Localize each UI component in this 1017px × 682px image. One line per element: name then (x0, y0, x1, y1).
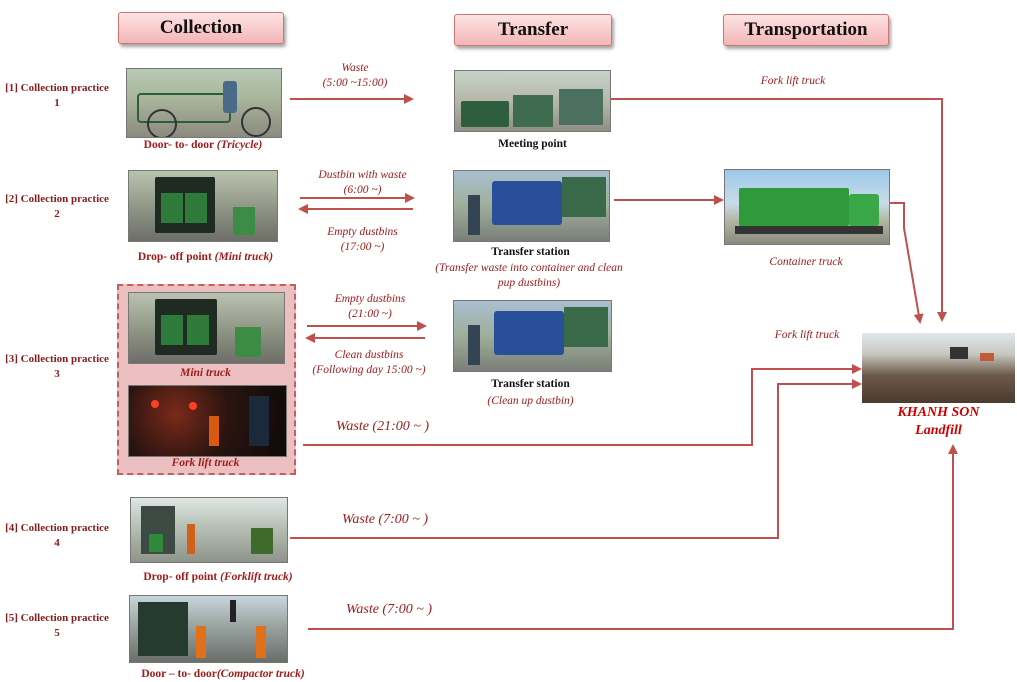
r4-waste-label: Waste (7:00 ~ ) (342, 512, 428, 527)
row-label-5: [5] Collection practice 5 (5, 612, 109, 639)
r3-back-label: Clean dustbins(Following day 15:00 ~) (312, 349, 426, 376)
caption-row1: Door- to- door (Tricycle) (143, 139, 263, 151)
container-truck-photo (724, 169, 890, 245)
tricycle-photo (126, 68, 282, 138)
row-label-2: [2] Collection practice 2 (5, 193, 109, 220)
r2-forward-label: Dustbin with waste(6:00 ~) (318, 169, 407, 196)
fork-lift-label-1: Fork lift truck (760, 75, 826, 87)
arrow-container-to-landfill (888, 202, 924, 324)
caption-row5: Door – to- door(Compactor truck) (141, 668, 305, 680)
row-label-1: [1] Collection practice 1 (5, 82, 109, 109)
mini-truck-photo-3 (128, 292, 285, 364)
row-label-4: [4] Collection practice 4 (5, 522, 109, 549)
arrow-meeting-to-landfill (610, 98, 947, 322)
header-collection: Collection (118, 12, 284, 44)
arrow-r3-waste (303, 364, 862, 446)
caption-row4: Drop- off point (Forklift truck) (143, 571, 293, 583)
arrow-r4-waste (290, 379, 862, 539)
fork-lift-night-photo (128, 385, 287, 457)
meeting-point-label: Meeting point (498, 138, 567, 150)
r1-waste-label: Waste(5:00 ~15:00) (322, 62, 388, 89)
landfill-photo (862, 333, 1015, 403)
transfer-station-1-title: Transfer station (491, 246, 570, 258)
caption-mini-truck: Mini truck (180, 367, 231, 379)
transfer-station-2-title: Transfer station (491, 378, 570, 390)
forklift-truck-photo (130, 497, 288, 563)
header-transfer: Transfer (454, 14, 612, 46)
r2-back-label: Empty dustbins(17:00 ~) (327, 226, 398, 253)
transfer-station-2-note: (Clean up dustbin) (487, 395, 574, 407)
transfer-station-photo-2 (453, 300, 612, 372)
transfer-station-photo-1 (453, 170, 610, 242)
mini-truck-photo (128, 170, 278, 242)
r5-waste-label: Waste (7:00 ~ ) (346, 602, 432, 617)
caption-fork-lift: Fork lift truck (171, 457, 240, 469)
fork-lift-label-2: Fork lift truck (774, 329, 840, 341)
row-label-3: [3] Collection practice 3 (5, 353, 109, 380)
compactor-truck-photo (129, 595, 288, 663)
r3-forward-label: Empty dustbins(21:00 ~) (334, 293, 406, 320)
container-truck-label: Container truck (769, 256, 843, 268)
caption-row2: Drop- off point (Mini truck) (137, 251, 274, 263)
meeting-point-photo (454, 70, 611, 132)
header-transportation: Transportation (723, 14, 889, 46)
arrow-r5-waste (308, 444, 958, 630)
r3-waste-label: Waste (21:00 ~ ) (336, 419, 429, 434)
transfer-station-1-note: (Transfer waste into container and clean… (435, 262, 623, 289)
